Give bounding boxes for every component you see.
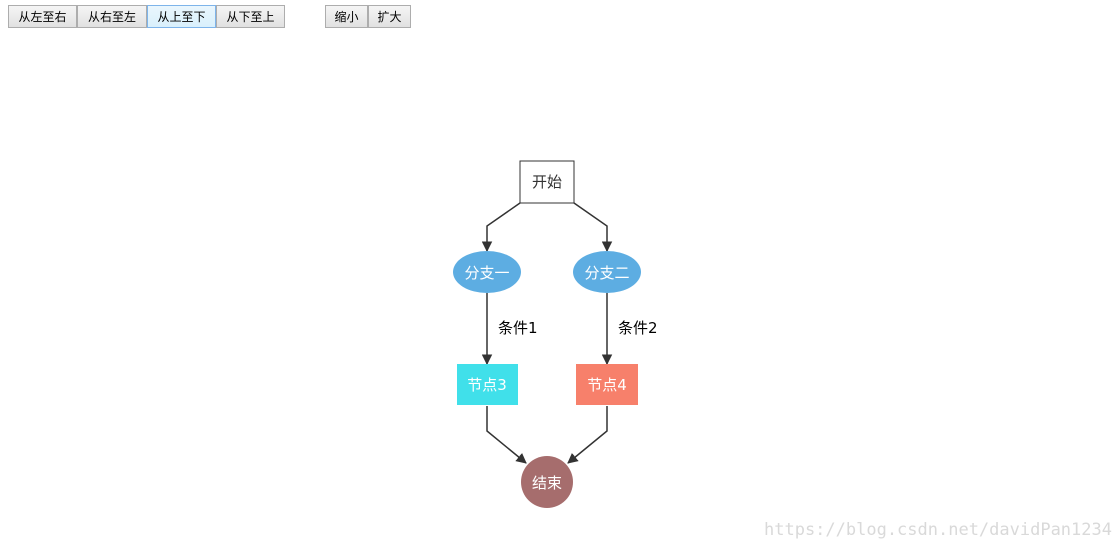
edge-start-branch1: [481, 202, 521, 253]
zoom-out-button[interactable]: 缩小: [325, 5, 368, 28]
node-start-label: 开始: [532, 173, 562, 191]
node-branch2-label: 分支二: [584, 264, 629, 282]
edges: [481, 202, 613, 464]
zoom-in-button[interactable]: 扩大: [368, 5, 411, 28]
layout-bottom-to-top-button[interactable]: 从下至上: [216, 5, 285, 28]
node-4[interactable]: 节点4: [576, 364, 638, 405]
node-branch1[interactable]: 分支一: [453, 251, 521, 293]
edge-label-condition1: 条件1: [498, 319, 538, 337]
node-4-label: 节点4: [587, 376, 627, 394]
edge-node4-end: [567, 406, 608, 464]
node-branch2[interactable]: 分支二: [573, 251, 641, 293]
layout-right-to-left-button[interactable]: 从右至左: [77, 5, 147, 28]
edge-start-branch2: [573, 202, 613, 253]
layout-top-to-bottom-button[interactable]: 从上至下: [147, 5, 216, 28]
watermark: https://blog.csdn.net/davidPan1234: [764, 520, 1112, 540]
node-start[interactable]: 开始: [519, 160, 575, 204]
node-end[interactable]: 结束: [521, 456, 573, 508]
layout-left-to-right-button[interactable]: 从左至右: [8, 5, 77, 28]
edge-label-condition2: 条件2: [618, 319, 658, 337]
edge-node3-end: [486, 406, 527, 464]
node-3-label: 节点3: [467, 376, 507, 394]
node-end-label: 结束: [532, 474, 562, 492]
node-branch1-label: 分支一: [464, 264, 509, 282]
node-3[interactable]: 节点3: [457, 364, 518, 405]
